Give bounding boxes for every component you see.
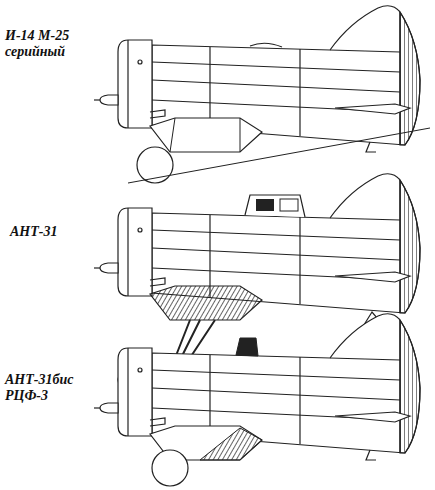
aircraft-name: АНТ-31бис РЦФ-3 bbox=[5, 372, 93, 404]
aircraft-name: И-14 М-25 серийный bbox=[5, 28, 93, 60]
aircraft-name: АНТ-31 bbox=[10, 224, 98, 240]
ant31bis-drawing bbox=[94, 314, 420, 486]
i14-drawing bbox=[94, 6, 420, 183]
